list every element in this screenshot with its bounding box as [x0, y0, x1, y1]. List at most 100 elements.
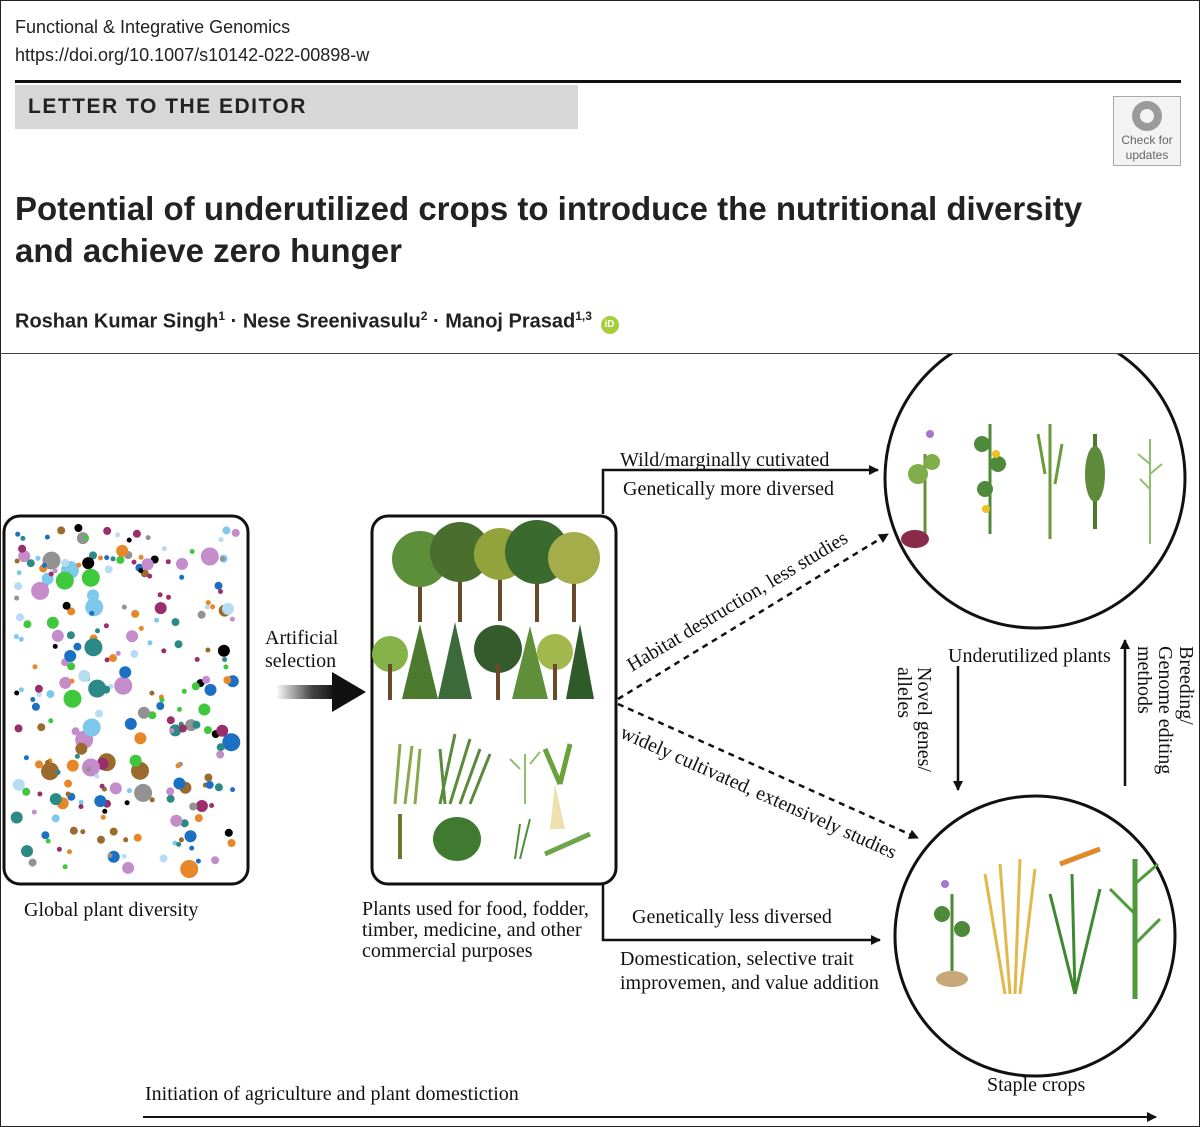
author-name[interactable]: Nese Sreenivasulu	[242, 310, 421, 333]
orcid-icon[interactable]: iD	[600, 315, 619, 334]
diversity-dot	[178, 724, 187, 733]
diversity-dot	[222, 526, 231, 535]
diversity-dot	[138, 554, 144, 560]
diversity-dot	[211, 856, 220, 865]
diversity-dot	[56, 846, 62, 852]
diversity-dot	[149, 690, 155, 696]
underutilized-plants-illustration	[901, 424, 1163, 548]
diversity-dot	[109, 827, 118, 836]
diversity-dot	[195, 858, 201, 864]
diversity-dot	[102, 685, 111, 694]
author-name[interactable]: Manoj Prasad	[445, 310, 576, 333]
diversity-dot	[16, 570, 22, 576]
diversity-dot	[95, 628, 100, 634]
diversity-dot	[166, 594, 171, 600]
diversity-dot	[184, 830, 197, 843]
diversity-dot	[55, 571, 74, 590]
diversity-dot	[46, 690, 55, 699]
diversity-dot	[37, 791, 43, 797]
diversity-dot	[51, 814, 60, 823]
diversity-dot	[16, 613, 24, 622]
dashed-arrow-up	[617, 532, 889, 701]
diversity-dot	[126, 788, 132, 794]
diversity-dot	[129, 754, 142, 767]
diversity-dot	[81, 758, 100, 777]
diversity-dot	[14, 690, 20, 696]
diversity-dot	[223, 664, 229, 670]
diversity-dot	[110, 556, 116, 562]
check-updates-icon	[1132, 101, 1162, 131]
herbs-illustration	[393, 733, 592, 861]
author-separator: ·	[230, 310, 238, 333]
diversity-dot	[26, 559, 35, 568]
diversity-dot	[194, 814, 203, 823]
header-rule	[15, 80, 1181, 83]
diversity-dot	[41, 762, 59, 781]
diversity-dot	[197, 610, 206, 619]
author-affiliation: 2	[420, 309, 428, 323]
diversity-dot	[103, 623, 109, 629]
diversity-dot	[89, 610, 95, 616]
author-separator: ·	[432, 310, 440, 333]
diversity-dot	[216, 743, 225, 752]
diversity-dot	[217, 644, 230, 657]
staple-crops-circle	[893, 794, 1177, 1078]
dashed-arrow-down	[617, 702, 919, 840]
diversity-dot	[134, 732, 147, 745]
diversity-dot	[218, 589, 223, 594]
diversity-dot	[166, 716, 175, 725]
diversity-dot	[176, 841, 182, 847]
diversity-dot	[174, 640, 183, 649]
diversity-dot	[115, 650, 121, 656]
diversity-dot	[204, 604, 210, 610]
diversity-dot	[52, 643, 58, 649]
diversity-dot	[177, 706, 182, 712]
diversity-dot	[67, 849, 72, 855]
diversity-dot	[88, 679, 107, 698]
diversity-dot	[181, 688, 187, 694]
diversity-dot	[23, 755, 29, 761]
diversity-dot	[222, 602, 234, 615]
diversity-dot	[36, 692, 42, 698]
diversity-dot	[121, 853, 127, 859]
artificial-selection-label-2: selection	[265, 650, 336, 672]
diversity-dot	[157, 592, 163, 598]
diversity-dot	[205, 647, 211, 653]
author-name[interactable]: Roshan Kumar Singh	[15, 310, 219, 333]
diversity-dot	[73, 642, 82, 651]
artificial-selection-label-1: Artificial	[265, 627, 339, 649]
diversity-dot	[203, 726, 212, 735]
journal-name: Functional & Integrative Genomics	[15, 17, 291, 37]
diversity-dot	[66, 759, 79, 772]
underutilized-circle	[883, 354, 1187, 630]
diversity-dot	[194, 657, 200, 662]
diversity-dot	[31, 702, 40, 711]
diversity-dot	[80, 829, 86, 835]
figure-separator	[0, 353, 1200, 354]
diversity-dot	[154, 602, 167, 615]
diversity-dot	[31, 581, 50, 600]
diversity-dot	[123, 837, 129, 843]
diversity-dot	[34, 684, 43, 693]
selection-arrow-shaft	[276, 685, 336, 699]
diversity-dot	[76, 532, 89, 545]
diversity-dot	[12, 778, 25, 791]
diversity-dot	[44, 534, 50, 540]
diversity-dot	[137, 706, 150, 719]
widely-cultivated-label: widely cultivated, extensively studies	[617, 721, 900, 863]
diversity-dot	[78, 670, 91, 682]
diversity-dot	[61, 558, 70, 567]
diversity-dot	[165, 559, 171, 565]
diversity-dot	[126, 630, 139, 643]
diversity-dot	[161, 546, 167, 552]
diversity-dot	[65, 791, 71, 797]
diversity-dot	[130, 650, 139, 658]
trees-illustration	[372, 520, 600, 700]
diversity-dot	[14, 724, 23, 733]
diversity-dot	[231, 528, 240, 537]
diversity-dot	[147, 640, 153, 646]
doi-link[interactable]: https://doi.org/10.1007/s10142-022-00898…	[15, 45, 370, 65]
check-for-updates-badge[interactable]: Check for updates	[1113, 96, 1181, 166]
diversity-dot	[76, 562, 82, 568]
diversity-dot	[223, 676, 232, 685]
